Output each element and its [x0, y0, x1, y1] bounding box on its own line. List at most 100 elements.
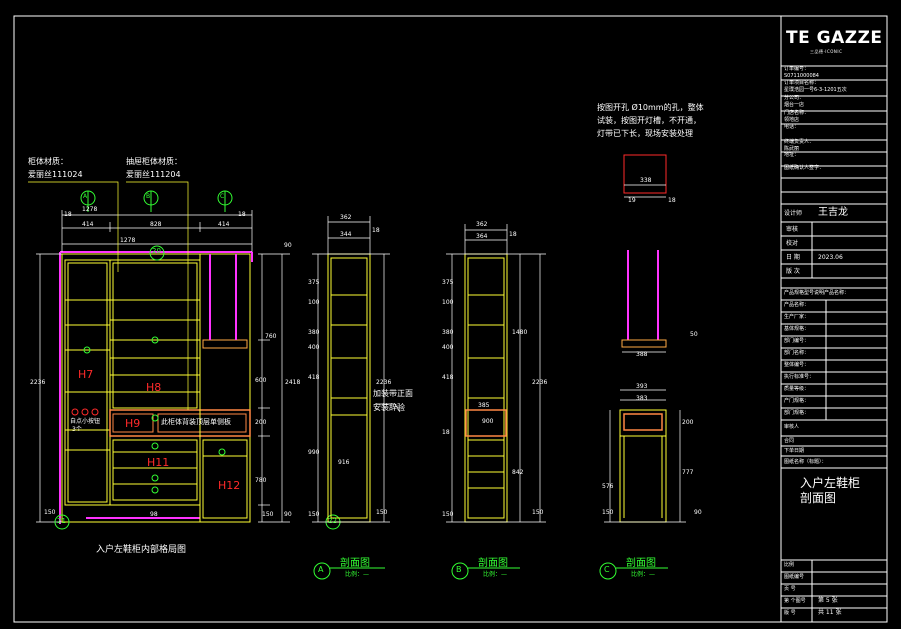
tb-label-6: 地址： [784, 152, 800, 158]
sec-a-left-1: 100 [308, 299, 320, 306]
dim-414-left: 414 [82, 221, 94, 228]
sec-c-dim-338: 338 [640, 177, 652, 184]
main-dim-right-3: 600 [255, 377, 267, 384]
product-row-7: 质量等级： [784, 386, 810, 392]
sec-b-dim-842: 842 [512, 469, 524, 476]
tb-label-4: 电话： [784, 124, 800, 130]
tb-label-7: 图纸确认人签字： [784, 165, 825, 171]
dim-height: 2236 [30, 379, 46, 386]
sec-b-dim-385: 385 [478, 402, 490, 409]
zone-h9: H9 [125, 417, 141, 430]
tb-label-1: 订单项目名称： [784, 80, 820, 86]
tag-bottom-2: 22 [328, 517, 337, 525]
product-row-0: 产品名称： [784, 302, 810, 308]
marker-a-top: A [83, 193, 88, 200]
tb-label-2: 分公司： [784, 95, 805, 101]
sensor-note: 自点小按钮 [70, 418, 101, 425]
main-dim-right-6: 90 [284, 511, 292, 518]
main-dim-right-4: 200 [255, 419, 267, 426]
note-top-1: 按图开孔 Ø10mm的孔，整体 [597, 103, 704, 112]
sec-a-dim-362: 362 [340, 214, 352, 221]
dim-414-right: 414 [218, 221, 230, 228]
tb-value-0: S0711000084 [784, 73, 819, 79]
sec-a-caption: 剖面图 [340, 558, 370, 569]
contract-label: 合同 [784, 438, 795, 444]
product-row-3: 部门编号： [784, 338, 810, 344]
note-top-2: 试装，按图开灯槽，不开通， [597, 116, 701, 125]
sec-b-scale: 比例：— [483, 571, 508, 578]
dim-828: 828 [150, 221, 162, 228]
tb-value-3: 领地店 [784, 117, 800, 123]
bottom-label-1: 图纸编号 [784, 574, 805, 580]
sec-b-dim-2236: 2236 [532, 379, 548, 386]
tb-value-1: 星璞浩园一号6-3-1201五次 [784, 87, 847, 93]
dim-bottom-150: 150 [44, 509, 56, 516]
designer-value: 王吉龙 [818, 207, 848, 218]
brand-subtitle: 三品德·ICONIC [810, 49, 843, 54]
main-dim-right-7: 150 [262, 511, 274, 518]
sec-c-dim-19: 19 [628, 197, 636, 204]
sec-c-scale: 比例：— [631, 571, 656, 578]
note-top-3: 灯带已下长，现场安装处理 [597, 129, 693, 138]
brand-logo: TE GAZZE [786, 28, 883, 48]
sec-c-dim-50: 50 [690, 331, 698, 338]
tb-label-5: 终端负责人： [784, 139, 815, 145]
sec-c-dim-18: 18 [668, 197, 676, 204]
rebuild-note: 此柜体背装顶层单侧板 [161, 418, 231, 426]
main-caption: 入户左鞋柜内部格局图 [96, 545, 187, 555]
zone-h11: H11 [147, 456, 170, 469]
product-row-5: 整体编号： [784, 362, 810, 368]
sec-a-dim-916: 916 [338, 459, 350, 466]
zone-h7: H7 [78, 368, 94, 381]
sec-c-dim-777: 777 [682, 469, 694, 476]
sec-b-left-5: 18 [442, 429, 450, 436]
drawing-name-label: 图纸名称（标题）： [784, 459, 827, 465]
marker-c-top: C [220, 193, 225, 200]
sec-a-left-6: 150 [308, 511, 320, 518]
drawing-title-line2: 剖面图 [800, 491, 837, 505]
tag-bottom: 21 [57, 517, 66, 525]
sec-b-caption: 剖面图 [478, 558, 508, 569]
sec-a-dim-344: 344 [340, 231, 352, 238]
main-dim-right-2: 2418 [285, 379, 301, 386]
sec-a-left-2: 380 [308, 329, 320, 336]
sec-b-dim-150: 150 [532, 509, 544, 516]
date-label: 日 期 [786, 254, 800, 261]
material-left-2: 爱丽丝111024 [28, 170, 83, 179]
sec-b-dim-1480: 1480 [512, 329, 528, 336]
sec-a-dim-2236: 2236 [376, 379, 392, 386]
sec-a-left-3: 400 [308, 344, 320, 351]
sec-b-left-2: 380 [442, 329, 454, 336]
sec-c-dim-393: 393 [636, 383, 648, 390]
tb-value-5: 陈武丽 [784, 146, 800, 152]
material-right-1: 抽屉柜体材质： [126, 157, 182, 166]
product-row-4: 部门名称： [784, 350, 810, 356]
designer-label: 设计师 [784, 210, 803, 217]
sec-c-caption: 剖面图 [626, 558, 656, 569]
sec-b-left-3: 400 [442, 344, 454, 351]
sec-b-left-4: 418 [442, 374, 454, 381]
dim-1278-top: 1278 [82, 206, 98, 213]
product-row-1: 生产厂家： [784, 314, 810, 320]
dim-18-top-right: 18 [238, 211, 246, 218]
sec-a-dim-18: 18 [372, 227, 380, 234]
sec-c-dim-200: 200 [682, 419, 694, 426]
sec-a-left-4: 418 [308, 374, 320, 381]
product-header: 产品规格型号说明产品名称： [784, 290, 850, 296]
lamp-note-2: 安装辞验 [373, 403, 405, 412]
main-dim-right-5: 780 [255, 477, 267, 484]
order-date-label: 下单日期 [784, 448, 805, 454]
dim-bottom-98: 98 [150, 511, 158, 518]
version-label: 版 次 [786, 268, 800, 275]
zone-h8: H8 [146, 381, 162, 394]
sec-c-dim-383: 383 [636, 395, 648, 402]
material-right-2: 爱丽丝111204 [126, 170, 181, 179]
dim-18-top-left: 18 [64, 211, 72, 218]
bottom-label-2: 页 号 [784, 586, 796, 592]
sec-b-dim-364: 364 [476, 233, 488, 240]
drawing-title-line1: 入户左鞋柜 [800, 476, 861, 490]
sec-b-marker: B [456, 565, 462, 574]
sensor-count: 3个 [72, 426, 82, 433]
